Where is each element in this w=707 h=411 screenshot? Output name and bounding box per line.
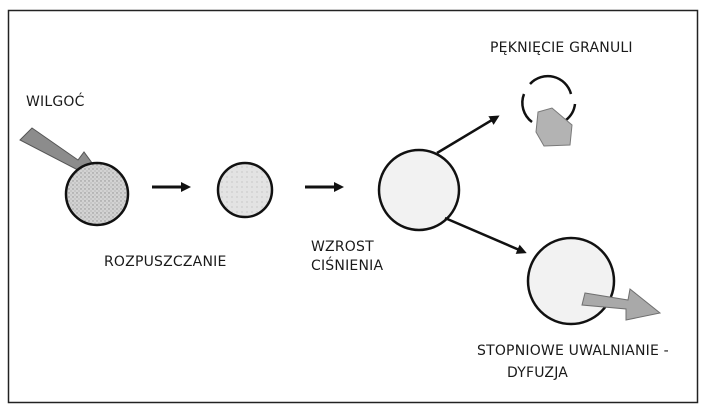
label-rupture: PĘKNIĘCIE GRANULI (490, 40, 633, 56)
granule-dense (66, 163, 128, 225)
granule-diffusing (528, 238, 614, 324)
branch-arrow-rupture (437, 117, 497, 153)
label-release-line2: DYFUZJA (507, 365, 568, 381)
granule-fragment (536, 108, 572, 146)
label-pressure-line2: CIŚNIENIA (311, 256, 383, 274)
label-moisture: WILGOĆ (26, 92, 85, 110)
ruptured-granule-arc-left (522, 94, 532, 122)
ruptured-granule-arc-right (566, 104, 575, 120)
label-dissolving: ROZPUSZCZANIE (104, 254, 227, 270)
branch-arrow-diffusion (445, 218, 524, 252)
label-pressure-line1: WZROST (311, 239, 374, 255)
ruptured-granule-arc-top (530, 76, 571, 94)
label-release-line1: STOPNIOWE UWALNIANIE - (477, 343, 669, 359)
granule-dissolving (218, 163, 272, 217)
